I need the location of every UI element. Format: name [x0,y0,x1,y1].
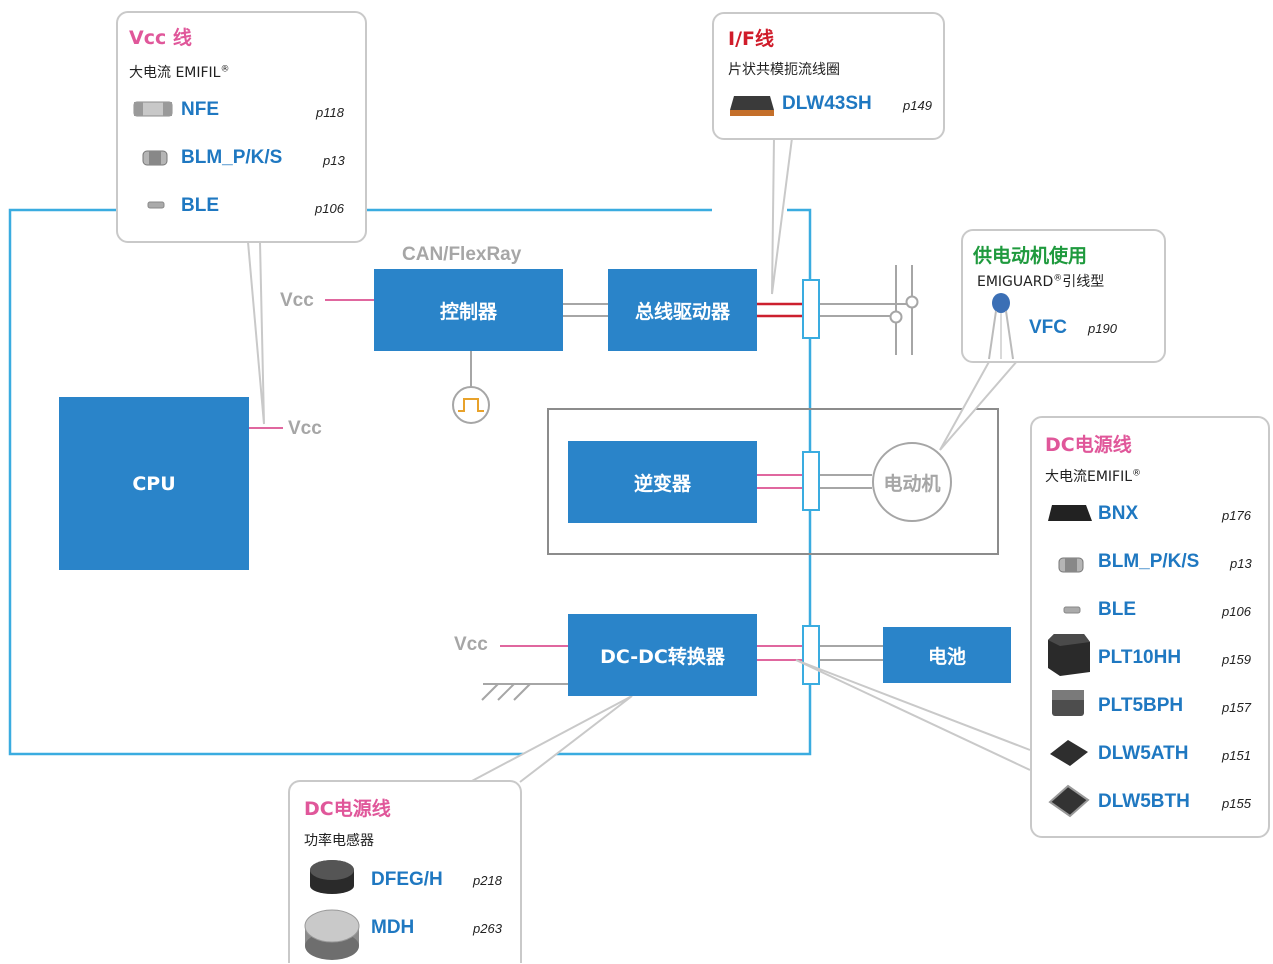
inductor-icon [1052,690,1084,716]
cpu-label: CPU [132,472,176,495]
motor-symbol: 电动机 [872,442,952,522]
bus-driver-block: 总线驱动器 [608,269,757,351]
dcdc-converter-block: DC-DC转换器 [568,614,757,696]
product-page: p13 [1230,556,1252,571]
product-name: BLM_P/K/S [1098,551,1200,572]
product-name: BLE [1098,599,1136,620]
product-name: PLT10HH [1098,647,1182,668]
product-page: p13 [323,153,345,168]
controller-label: 控制器 [439,300,497,323]
callout-vcc-line: Vcc 线 大电流 EMIFIL® NFE p118 BLM_P/K/S p13… [116,11,367,243]
product-name: BLM_P/K/S [181,147,283,168]
product-name: BNX [1098,503,1139,524]
motor-label: 电动机 [883,472,941,495]
product-page: p118 [316,105,344,120]
chip-filter-icon [133,101,173,117]
product-page: p155 [1222,796,1251,811]
product-page: p151 [1222,748,1251,763]
block-filter-icon [1048,505,1092,521]
callout-title: I/F线 [728,28,774,50]
callout-dc-power-bottom: DC电源线 功率电感器 DFEG/H p218 MDH p263 [288,780,522,963]
product-name: MDH [371,917,415,938]
callout-title: Vcc 线 [129,27,192,49]
product-name: DLW5ATH [1098,743,1189,764]
product-name: BLE [181,195,219,216]
product-page: p149 [903,98,932,113]
product-page: p218 [473,873,502,888]
ferrite-bead-icon [142,150,168,166]
product-page: p263 [473,921,502,936]
vcc-cpu-label: Vcc [288,418,322,439]
bus-driver-label: 总线驱动器 [634,300,730,323]
callout-subtitle: 大电流 EMIFIL® [129,64,230,81]
leaded-varistor-icon [988,293,1014,360]
smd-choke-icon [1048,784,1090,818]
vcc-dcdc-label: Vcc [454,634,488,655]
product-name: DLW43SH [782,93,872,114]
inverter-label: 逆变器 [633,472,691,495]
smd-choke-icon [1050,740,1088,766]
small-chip-icon [1063,606,1081,614]
ferrite-bead-icon [1058,557,1084,573]
callout-subtitle: 功率电感器 [304,833,374,849]
battery-block: 电池 [883,627,1011,683]
product-name: DFEG/H [371,869,443,890]
product-page: p106 [315,201,344,216]
product-page: p159 [1222,652,1251,667]
product-page: p106 [1222,604,1251,619]
wound-inductor-icon [304,909,360,960]
product-name: DLW5BTH [1098,791,1190,812]
callout-if-line: I/F线 片状共模扼流线圈 DLW43SH p149 [712,12,945,140]
callout-title: 供电动机使用 [973,245,1088,267]
battery-label: 电池 [927,645,966,668]
inverter-block: 逆变器 [568,441,757,523]
large-inductor-icon [1048,634,1090,676]
choke-coil-icon [730,96,774,116]
product-page: p176 [1222,508,1251,523]
callout-subtitle: 片状共模扼流线圈 [728,62,840,78]
callout-motor-use: 供电动机使用 EMIGUARD®引线型 VFC p190 [961,229,1166,363]
callout-title: DC电源线 [304,798,391,820]
product-name: NFE [181,99,219,120]
callout-title: DC电源线 [1045,434,1132,456]
product-name: VFC [1029,317,1067,338]
controller-block: 控制器 [374,269,563,351]
power-inductor-icon [310,860,354,894]
dcdc-label: DC-DC转换器 [600,645,725,668]
cpu-block: CPU [59,397,249,570]
small-chip-icon [147,201,165,209]
product-name: PLT5BPH [1098,695,1184,716]
vcc-top-label: Vcc [280,290,314,311]
product-page: p190 [1088,321,1117,336]
callout-subtitle: EMIGUARD®引线型 [977,273,1105,290]
callout-dc-power-right: DC电源线 大电流EMIFIL® BNX p176 BLM_P/K/S p13 … [1030,416,1270,838]
callout-subtitle: 大电流EMIFIL® [1045,468,1142,485]
product-page: p157 [1222,700,1251,715]
can-flexray-label: CAN/FlexRay [402,244,522,265]
